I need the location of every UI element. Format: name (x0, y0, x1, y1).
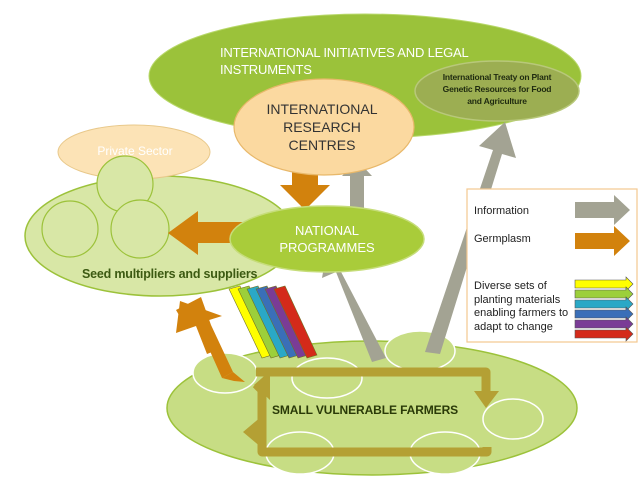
legend-germplasm-arrow (575, 226, 630, 256)
farm-ellipse (291, 357, 363, 399)
treaty-ellipse (414, 60, 580, 122)
legend-info-arrow (575, 195, 630, 225)
research-centres-ellipse (233, 78, 415, 176)
info-arrow-to-national (322, 243, 386, 362)
seed-multipliers-label: Seed multipliers and suppliers (82, 267, 258, 281)
cycle-arrowhead (243, 416, 262, 448)
intl-initiatives-label: INTERNATIONAL INITIATIVES AND LEGAL INST… (220, 45, 468, 77)
national-programmes-label: NATIONAL PROGRAMMES (279, 223, 375, 255)
seed-circle (110, 199, 170, 259)
national-programmes-ellipse (229, 205, 425, 273)
germplasm-double-arrow (176, 297, 245, 382)
band-red (273, 285, 318, 359)
research-centres-label: INTERNATIONAL RESEARCH CENTRES (266, 101, 378, 153)
private-sector-label: Private Sector (97, 144, 173, 158)
legend-germplasm-label: Germplasm (474, 233, 531, 245)
legend-diverse-label: Diverse sets of planting materials enabl… (474, 280, 569, 333)
farmers-label: SMALL VULNERABLE FARMERS (272, 403, 459, 417)
germplasm-arrow-national-to-seed (168, 211, 250, 255)
cycle-arrowhead (474, 391, 499, 408)
seed-circle (41, 200, 99, 258)
legend-diverse-arrows (574, 276, 634, 342)
legend-information-label: Information (474, 205, 530, 217)
farm-ellipse (482, 398, 544, 440)
cycle-arrowhead (254, 371, 270, 400)
treaty-label: International Treaty on Plant Genetic Re… (442, 72, 552, 106)
diverse-materials-bands (228, 285, 318, 359)
